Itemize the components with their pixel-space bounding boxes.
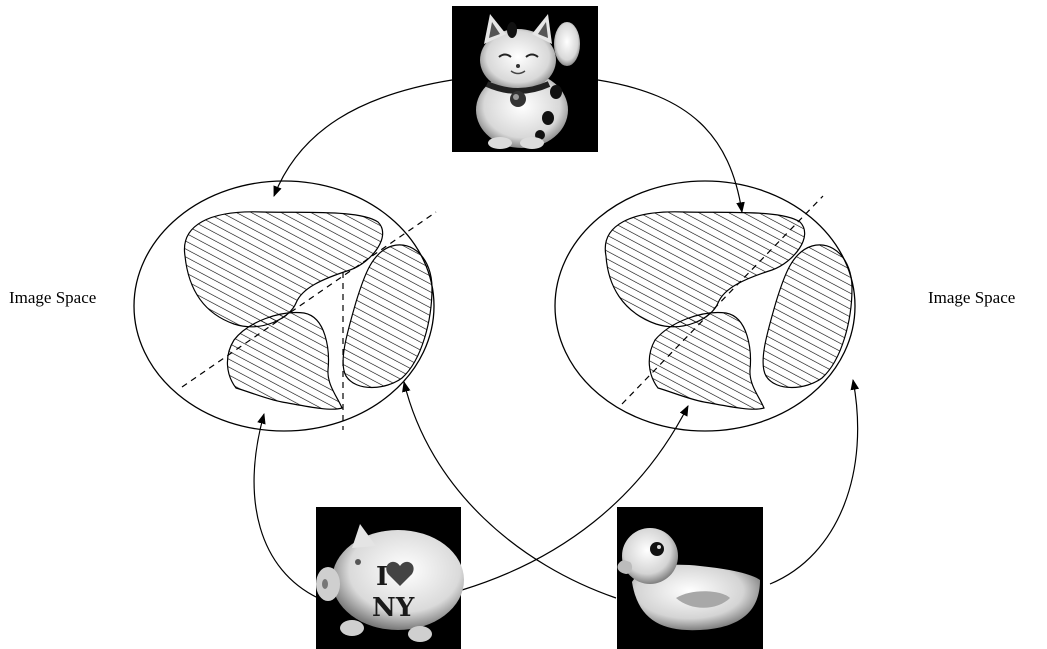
right-image-space: Image Space [555, 181, 1015, 431]
right-region-pig [649, 313, 764, 410]
piggy-bank-photo: I NY [316, 507, 464, 649]
left-space-label: Image Space [9, 288, 96, 307]
arrow-cat-to-right-space [598, 80, 742, 212]
left-region-pig [227, 313, 342, 410]
arrow-cat-to-left-space [274, 80, 452, 196]
lucky-cat-photo [452, 6, 598, 152]
pig-text-i: I [376, 562, 388, 592]
pig-text-ny: NY [372, 593, 415, 623]
left-image-space: Image Space [9, 181, 436, 431]
right-space-label: Image Space [928, 288, 1015, 307]
left-region-cat [184, 212, 382, 327]
arrow-pig-to-left-space [254, 414, 318, 598]
arrow-duck-to-right-space [770, 380, 858, 584]
rubber-duck-photo [617, 507, 763, 649]
